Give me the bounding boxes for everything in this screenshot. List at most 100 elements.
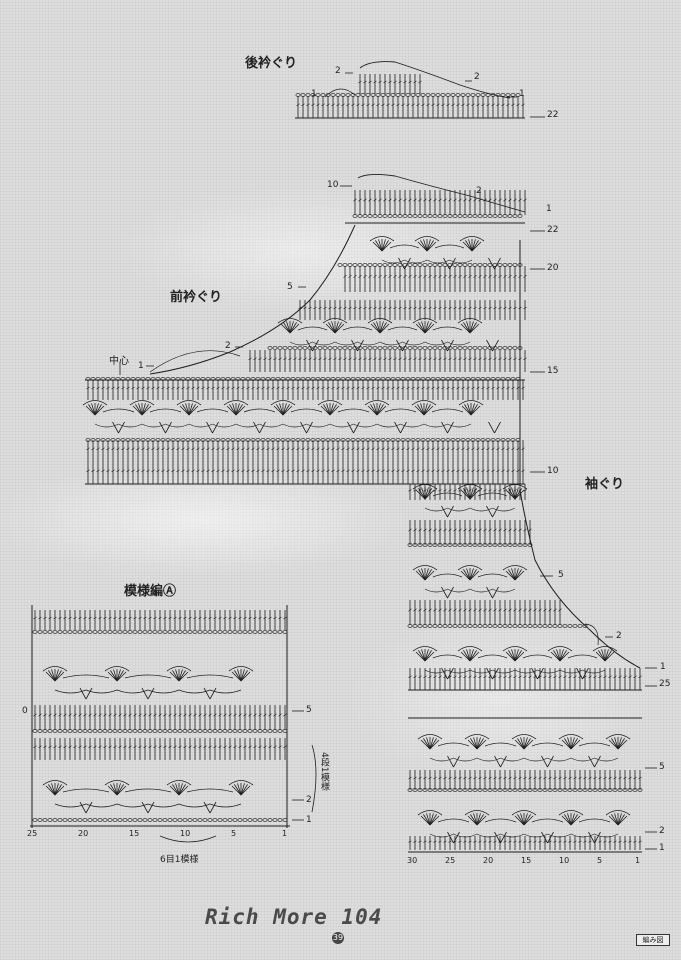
dc-tick <box>496 447 500 451</box>
dc-tick <box>426 103 430 107</box>
dc-tick <box>213 616 217 620</box>
fan-stroke <box>54 671 65 682</box>
fan-stroke <box>135 404 143 416</box>
dc-tick <box>211 469 215 473</box>
dc-tick <box>343 306 347 310</box>
fan-stroke <box>520 813 525 826</box>
dc-tick <box>366 103 370 107</box>
sleeve-chain <box>637 788 643 792</box>
front-chain-top <box>517 214 523 218</box>
fan-stroke <box>514 487 519 500</box>
pattern-chain <box>212 729 218 733</box>
pattern-chain <box>197 818 203 822</box>
fan-stroke <box>570 814 578 826</box>
front-chain <box>270 377 276 381</box>
pattern-chain <box>67 630 73 634</box>
dc-tick <box>351 447 355 451</box>
fan-stroke <box>423 239 428 252</box>
front-chain <box>367 346 373 350</box>
dc-tick <box>303 357 307 361</box>
chain-arch <box>484 742 517 747</box>
dc-tick <box>283 745 287 749</box>
dc-tick <box>216 447 220 451</box>
dc-tick <box>176 469 180 473</box>
front-chain <box>235 438 241 442</box>
v-stitch <box>209 801 217 814</box>
dc-tick <box>448 675 452 679</box>
back-chain <box>460 93 466 97</box>
dc-tick <box>68 745 72 749</box>
front-chain <box>287 346 293 350</box>
front-chain-top <box>397 214 403 218</box>
front-chain-top <box>472 214 478 218</box>
front-chain <box>260 377 266 381</box>
dc-tick <box>268 745 272 749</box>
fan-motif <box>457 484 483 490</box>
sleeve-chain <box>517 543 523 547</box>
front-chain <box>270 438 276 442</box>
dc-tick <box>256 386 260 390</box>
front-chain <box>292 346 298 350</box>
pattern-chain <box>127 818 133 822</box>
pattern-chain <box>267 729 273 733</box>
dc-tick <box>408 357 412 361</box>
dc-tick <box>393 274 397 278</box>
dc-tick <box>506 386 510 390</box>
pattern-chain <box>172 630 178 634</box>
dc-tick <box>513 274 517 278</box>
dc-tick <box>378 198 382 202</box>
dc-tick <box>523 357 527 361</box>
fan-stroke <box>421 649 426 662</box>
dc-tick <box>503 840 507 843</box>
back-chain <box>315 93 321 97</box>
dc-tick <box>443 528 447 532</box>
back-chain <box>305 93 311 97</box>
dc-tick <box>366 469 370 473</box>
v-stitch <box>306 421 313 434</box>
dc-tick <box>471 469 475 473</box>
dc-tick <box>443 198 447 202</box>
fan-stroke <box>372 241 383 252</box>
front-chain <box>402 346 408 350</box>
back-mark-left-mid: 1 <box>311 89 317 99</box>
dc-tick <box>336 447 340 451</box>
page-number: 39 <box>332 932 344 944</box>
dc-tick <box>166 447 170 451</box>
v-stitch <box>541 831 548 844</box>
dc-tick <box>483 357 487 361</box>
chain-arch <box>54 803 87 808</box>
pattern-chain <box>127 630 133 634</box>
pattern-mark-row1: 1 <box>306 815 312 825</box>
chain-arch <box>492 588 516 593</box>
dc-tick <box>463 840 467 843</box>
chain-arch <box>434 244 465 249</box>
sleeve-chain <box>522 788 528 792</box>
dc-tick <box>131 386 135 390</box>
pattern-chain <box>117 818 123 822</box>
sleeve-axis-label: 20 <box>483 856 494 865</box>
fan-stroke <box>323 404 331 416</box>
fan-motif <box>464 810 490 816</box>
front-chain <box>125 377 131 381</box>
pattern-chain <box>62 818 68 822</box>
front-chain <box>400 438 406 442</box>
chain-arch <box>124 788 172 793</box>
dc-tick <box>578 776 582 780</box>
sleeve-chain <box>442 788 448 792</box>
dc-tick <box>578 840 582 843</box>
chain-arch <box>116 689 149 694</box>
pattern-chain <box>137 818 143 822</box>
dc-tick <box>428 840 432 843</box>
chain-arch <box>334 341 358 346</box>
dc-tick <box>623 675 627 679</box>
sleeve-mark-row5: 5 <box>659 762 665 772</box>
dc-tick <box>488 608 492 612</box>
front-chain <box>190 377 196 381</box>
front-chain <box>425 438 431 442</box>
pattern-chain <box>32 630 38 634</box>
sleeve-chain <box>627 788 633 792</box>
dc-tick <box>593 776 597 780</box>
fan-stroke <box>514 739 525 750</box>
front-chain-top <box>467 214 473 218</box>
dc-tick <box>228 745 232 749</box>
